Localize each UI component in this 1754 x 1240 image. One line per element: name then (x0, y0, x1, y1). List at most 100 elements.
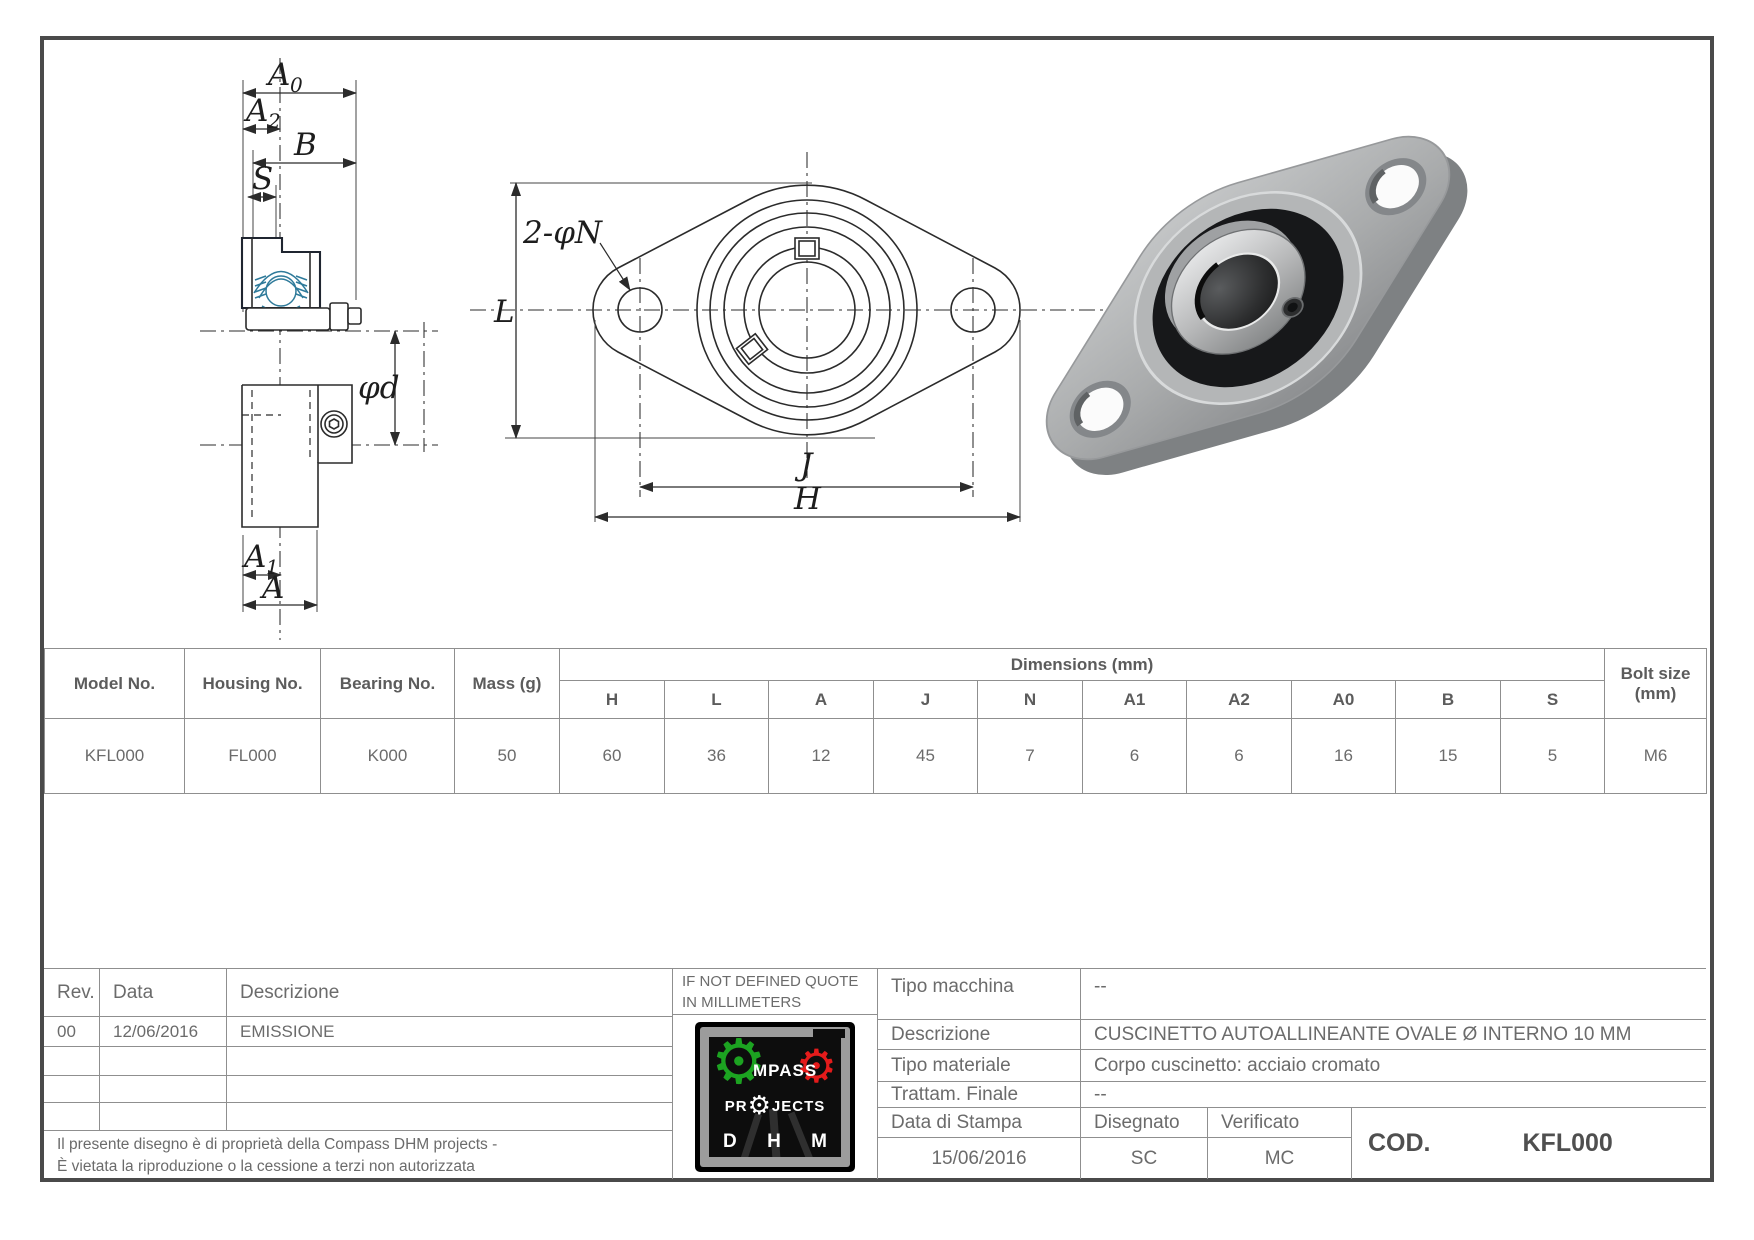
rev-empty-cell (227, 1103, 672, 1131)
cod-label: COD. (1368, 1129, 1431, 1157)
units-note-line2: IN MILLIMETERS (682, 994, 802, 1011)
disegnato-label: Disegnato (1081, 1108, 1208, 1138)
dim-label-2-phi-n: 2-φN (522, 215, 604, 251)
dim-label-l: L (493, 294, 515, 330)
fields-grid: Tipo macchina -- Descrizione CUSCINETTO … (878, 969, 1706, 1108)
bearing-photo (1045, 135, 1468, 476)
rev-empty-cell (44, 1047, 100, 1076)
rev-value: 00 (44, 1017, 100, 1047)
gear-icon: ⚙︎ (795, 1039, 837, 1093)
title-block: Rev. Data Descrizione 00 12/06/2016 EMIS… (44, 968, 1706, 1179)
copyright-line2: È vietata la riproduzione o la cessione … (57, 1158, 475, 1175)
rev-empty-cell (100, 1076, 227, 1103)
dim-label-j: J (794, 447, 814, 483)
cell-bearing-no: K000 (320, 718, 455, 794)
rev-empty-cell (100, 1103, 227, 1131)
logo-screen: ⚙︎ ⚙︎ MPASS PR⚙︎JECTS D H M (709, 1037, 841, 1157)
bolt-size-line1: Bolt size (1620, 663, 1691, 683)
gear-icon: ⚙︎ (711, 1037, 767, 1098)
col-header-dimensions-group: Dimensions (mm) (558, 648, 1606, 681)
rev-empty-cell (44, 1076, 100, 1103)
logo-screen-notch (813, 1029, 845, 1038)
verificato-label: Verificato (1208, 1108, 1352, 1138)
logo-text-jects: JECTS (771, 1097, 826, 1115)
dim-label-a0: A (265, 57, 290, 93)
rev-empty-cell (227, 1076, 672, 1103)
cod-value: KFL000 (1522, 1129, 1613, 1157)
col-header-a1: A1 (1082, 680, 1187, 719)
col-header-n: N (977, 680, 1083, 719)
side-view-drawing: A 0 A 2 B S φd A 1 A (200, 57, 438, 640)
col-header-bearing: Bearing No. (320, 648, 455, 719)
descrizione-field-label: Descrizione (878, 1020, 1081, 1050)
copyright-line1: Il presente disegno è di proprietà della… (57, 1136, 498, 1153)
logo-letter-m: M (811, 1131, 827, 1152)
cell-bolt-size: M6 (1604, 718, 1708, 794)
company-logo: ⚙︎ ⚙︎ MPASS PR⚙︎JECTS D H M (695, 1022, 855, 1172)
trattam-finale-label: Trattam. Finale (878, 1082, 1081, 1108)
col-header-h: H (559, 680, 665, 719)
verificato-value: MC (1208, 1138, 1352, 1179)
col-header-bolt-size: Bolt size (mm) (1604, 648, 1708, 719)
units-note: IF NOT DEFINED QUOTE IN MILLIMETERS (673, 969, 877, 1015)
logo-letter-h: H (767, 1131, 781, 1152)
gear-icon: ⚙︎ (747, 1091, 772, 1121)
cell-dim-l: 36 (664, 718, 769, 794)
descrizione-field-value: CUSCINETTO AUTOALLINEANTE OVALE Ø INTERN… (1081, 1020, 1706, 1050)
col-header-mass: Mass (g) (454, 648, 560, 719)
cell-dim-s: 5 (1499, 718, 1606, 794)
logo-text-projects: PR⚙︎JECTS (709, 1093, 841, 1119)
dim-label-phi-d: φd (358, 370, 400, 406)
rev-header: Rev. (44, 969, 100, 1017)
logo-text-dhm: D H M (709, 1131, 841, 1153)
rev-date: 12/06/2016 (100, 1017, 227, 1047)
units-note-line1: IF NOT DEFINED QUOTE (682, 973, 859, 990)
cell-dim-b: 15 (1395, 718, 1501, 794)
rev-empty-cell (100, 1047, 227, 1076)
cell-dim-a2: 6 (1186, 718, 1292, 794)
rev-empty-cell (44, 1103, 100, 1131)
trattam-finale-value: -- (1081, 1082, 1706, 1108)
data-di-stampa-value: 15/06/2016 (878, 1138, 1081, 1179)
rev-empty-cell (227, 1047, 672, 1076)
tipo-materiale-value: Corpo cuscinetto: acciaio cromato (1081, 1050, 1706, 1082)
cell-dim-a1: 6 (1082, 718, 1187, 794)
table-row: KFL000 FL000 K000 50 60 36 12 45 7 6 6 1… (44, 718, 1708, 794)
cell-dim-a: 12 (768, 718, 874, 794)
dim-label-a1: A (241, 539, 266, 575)
stampa-grid: Data di Stampa Disegnato Verificato COD.… (878, 1108, 1706, 1179)
sheet-border-frame (40, 36, 1714, 1182)
dim-label-a1-sub: 1 (266, 555, 279, 579)
descrizione-header: Descrizione (227, 969, 672, 1017)
data-di-stampa-label: Data di Stampa (878, 1108, 1081, 1138)
col-header-housing: Housing No. (184, 648, 321, 719)
note-and-logo-cell: IF NOT DEFINED QUOTE IN MILLIMETERS ⚙︎ ⚙… (672, 969, 878, 1179)
technical-drawing-canvas: A 0 A 2 B S φd A 1 A (200, 57, 1468, 640)
revision-table: Rev. Data Descrizione 00 12/06/2016 EMIS… (44, 969, 672, 1179)
logo-letter-d: D (723, 1131, 737, 1152)
cell-dim-a0: 16 (1291, 718, 1396, 794)
tipo-macchina-value: -- (1081, 969, 1706, 1020)
dim-label-a0-sub: 0 (290, 73, 303, 97)
info-fields-block: Tipo macchina -- Descrizione CUSCINETTO … (878, 969, 1706, 1179)
tipo-materiale-label: Tipo materiale (878, 1050, 1081, 1082)
dim-label-a2: A (243, 93, 268, 129)
dim-label-a2-sub: 2 (267, 109, 281, 133)
dim-label-a: A (259, 570, 284, 606)
col-header-l: L (664, 680, 769, 719)
dim-label-b: B (293, 127, 317, 163)
col-header-j: J (873, 680, 978, 719)
logo-frame: ⚙︎ ⚙︎ MPASS PR⚙︎JECTS D H M (700, 1027, 850, 1167)
cell-dim-j: 45 (873, 718, 978, 794)
col-header-b: B (1395, 680, 1501, 719)
col-header-model: Model No. (44, 648, 185, 719)
dimensions-table: Model No. Housing No. Bearing No. Mass (… (44, 648, 1708, 794)
logo-text-compass: MPASS (753, 1061, 818, 1080)
cod-cell: COD. KFL000 (1352, 1108, 1706, 1179)
disegnato-value: SC (1081, 1138, 1208, 1179)
cell-housing-no: FL000 (184, 718, 321, 794)
front-view-drawing: L 2-φN J H (470, 152, 1150, 522)
logo-text-pr: PR (724, 1097, 748, 1115)
cell-model-no: KFL000 (44, 718, 185, 794)
